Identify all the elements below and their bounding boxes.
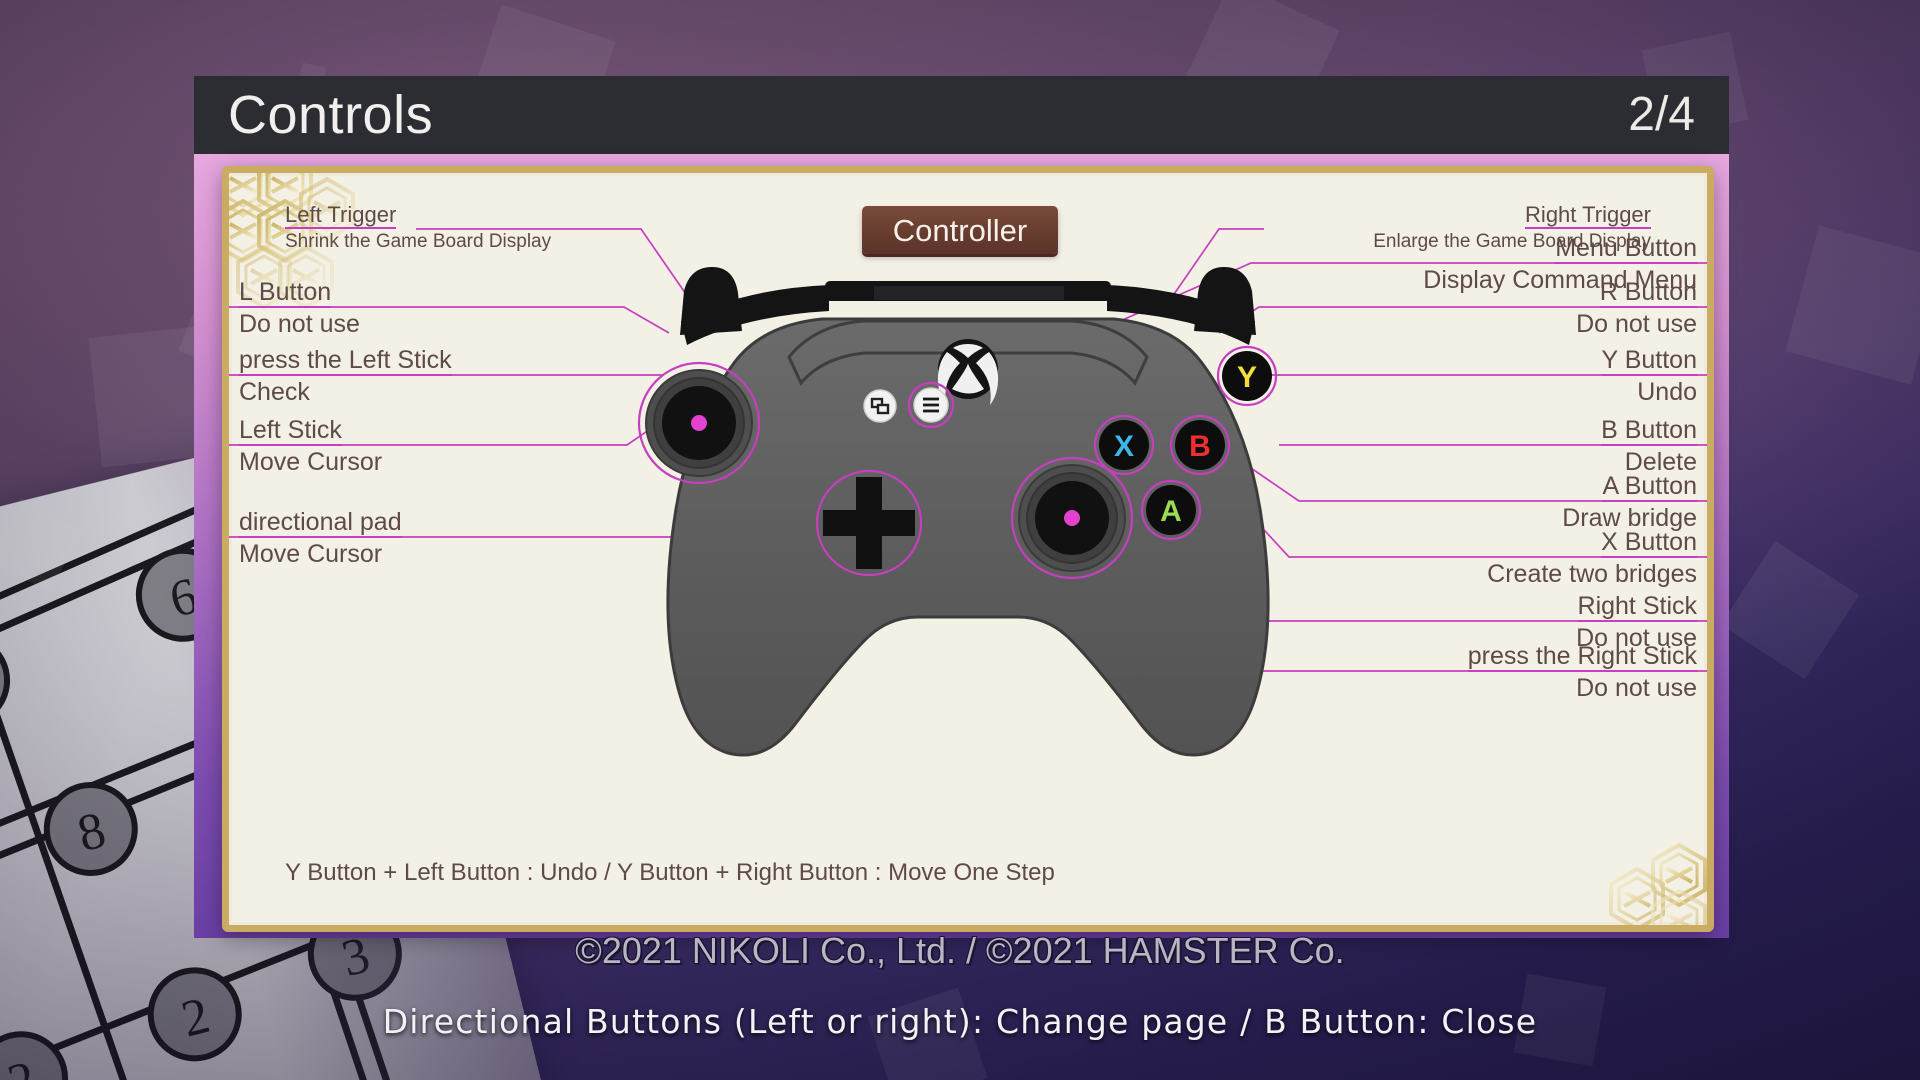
label-l-button: L Button Do not use [239, 279, 360, 339]
label-name: Right Stick [1577, 593, 1697, 623]
label-y-button: Y Button Undo [1601, 347, 1697, 407]
label-x-button: X Button Create two bridges [1487, 529, 1697, 589]
label-action: Do not use [1576, 624, 1697, 653]
label-action: Check [239, 378, 310, 407]
label-action: Enlarge the Game Board Display [1373, 231, 1651, 253]
label-name: A Button [1602, 473, 1697, 503]
label-name: L Button [239, 279, 332, 309]
label-action: Display Command Menu [1423, 266, 1697, 295]
copyright-text: ©2021 NIKOLI Co., Ltd. / ©2021 HAMSTER C… [575, 930, 1345, 971]
label-action: Create two bridges [1487, 560, 1697, 589]
button-combo-note: Y Button + Left Button : Undo / Y Button… [285, 859, 1055, 886]
label-name: X Button [1601, 529, 1697, 559]
label-a-button: A Button Draw bridge [1562, 473, 1697, 533]
label-left-stick: Left Stick Move Cursor [239, 417, 382, 477]
label-name: press the Right Stick [1467, 643, 1697, 673]
label-action: Move Cursor [239, 540, 383, 569]
label-action: Move Cursor [239, 448, 383, 477]
label-name: directional pad [239, 509, 402, 539]
label-right-stick: Right Stick Do not use [1576, 593, 1697, 653]
label-action: Shrink the Game Board Display [285, 231, 552, 253]
label-action: Delete [1624, 448, 1697, 477]
label-action: Draw bridge [1562, 504, 1697, 533]
label-name: press the Left Stick [239, 347, 452, 377]
label-name: Menu Button [1555, 235, 1697, 265]
label-press-left-stick: press the Left Stick Check [239, 347, 452, 407]
controller-button-x-label: X [1114, 430, 1134, 463]
label-right-trigger: Right Trigger Enlarge the Game Board Dis… [1373, 203, 1651, 253]
label-name: R Button [1599, 279, 1697, 309]
label-b-button: B Button Delete [1601, 417, 1697, 477]
label-left-trigger: Left Trigger Shrink the Game Board Displ… [285, 203, 551, 253]
label-r-button: R Button Do not use [1576, 279, 1697, 339]
label-action: Do not use [1576, 310, 1697, 339]
label-menu-button: Menu Button Display Command Menu [1423, 235, 1697, 295]
xbox-controller-graphic: Y B X A [637, 267, 1278, 757]
label-action: Do not use [239, 310, 360, 339]
controls-panel: Controller [222, 166, 1714, 932]
label-action: Do not use [1576, 674, 1697, 703]
section-title-chip: Controller [862, 206, 1058, 254]
label-name: B Button [1601, 417, 1697, 447]
page-indicator: 2/4 [1628, 88, 1695, 141]
label-name: Y Button [1601, 347, 1697, 377]
label-name: Right Trigger [1525, 203, 1651, 230]
label-directional-pad: directional pad Move Cursor [239, 509, 402, 569]
label-press-right-stick: press the Right Stick Do not use [1467, 643, 1697, 703]
section-title-label: Controller [892, 212, 1028, 248]
controller-button-a-label: A [1160, 495, 1182, 528]
label-name: Left Stick [239, 417, 342, 447]
page-title: Controls [228, 85, 434, 145]
label-action: Undo [1637, 378, 1697, 407]
controller-button-y-label: Y [1237, 361, 1257, 394]
label-name: Left Trigger [285, 203, 397, 230]
dialog-header: Controls 2/4 [194, 76, 1729, 154]
navigation-hint: Directional Buttons (Left or right): Cha… [382, 1002, 1538, 1041]
controller-button-b-label: B [1189, 430, 1211, 463]
